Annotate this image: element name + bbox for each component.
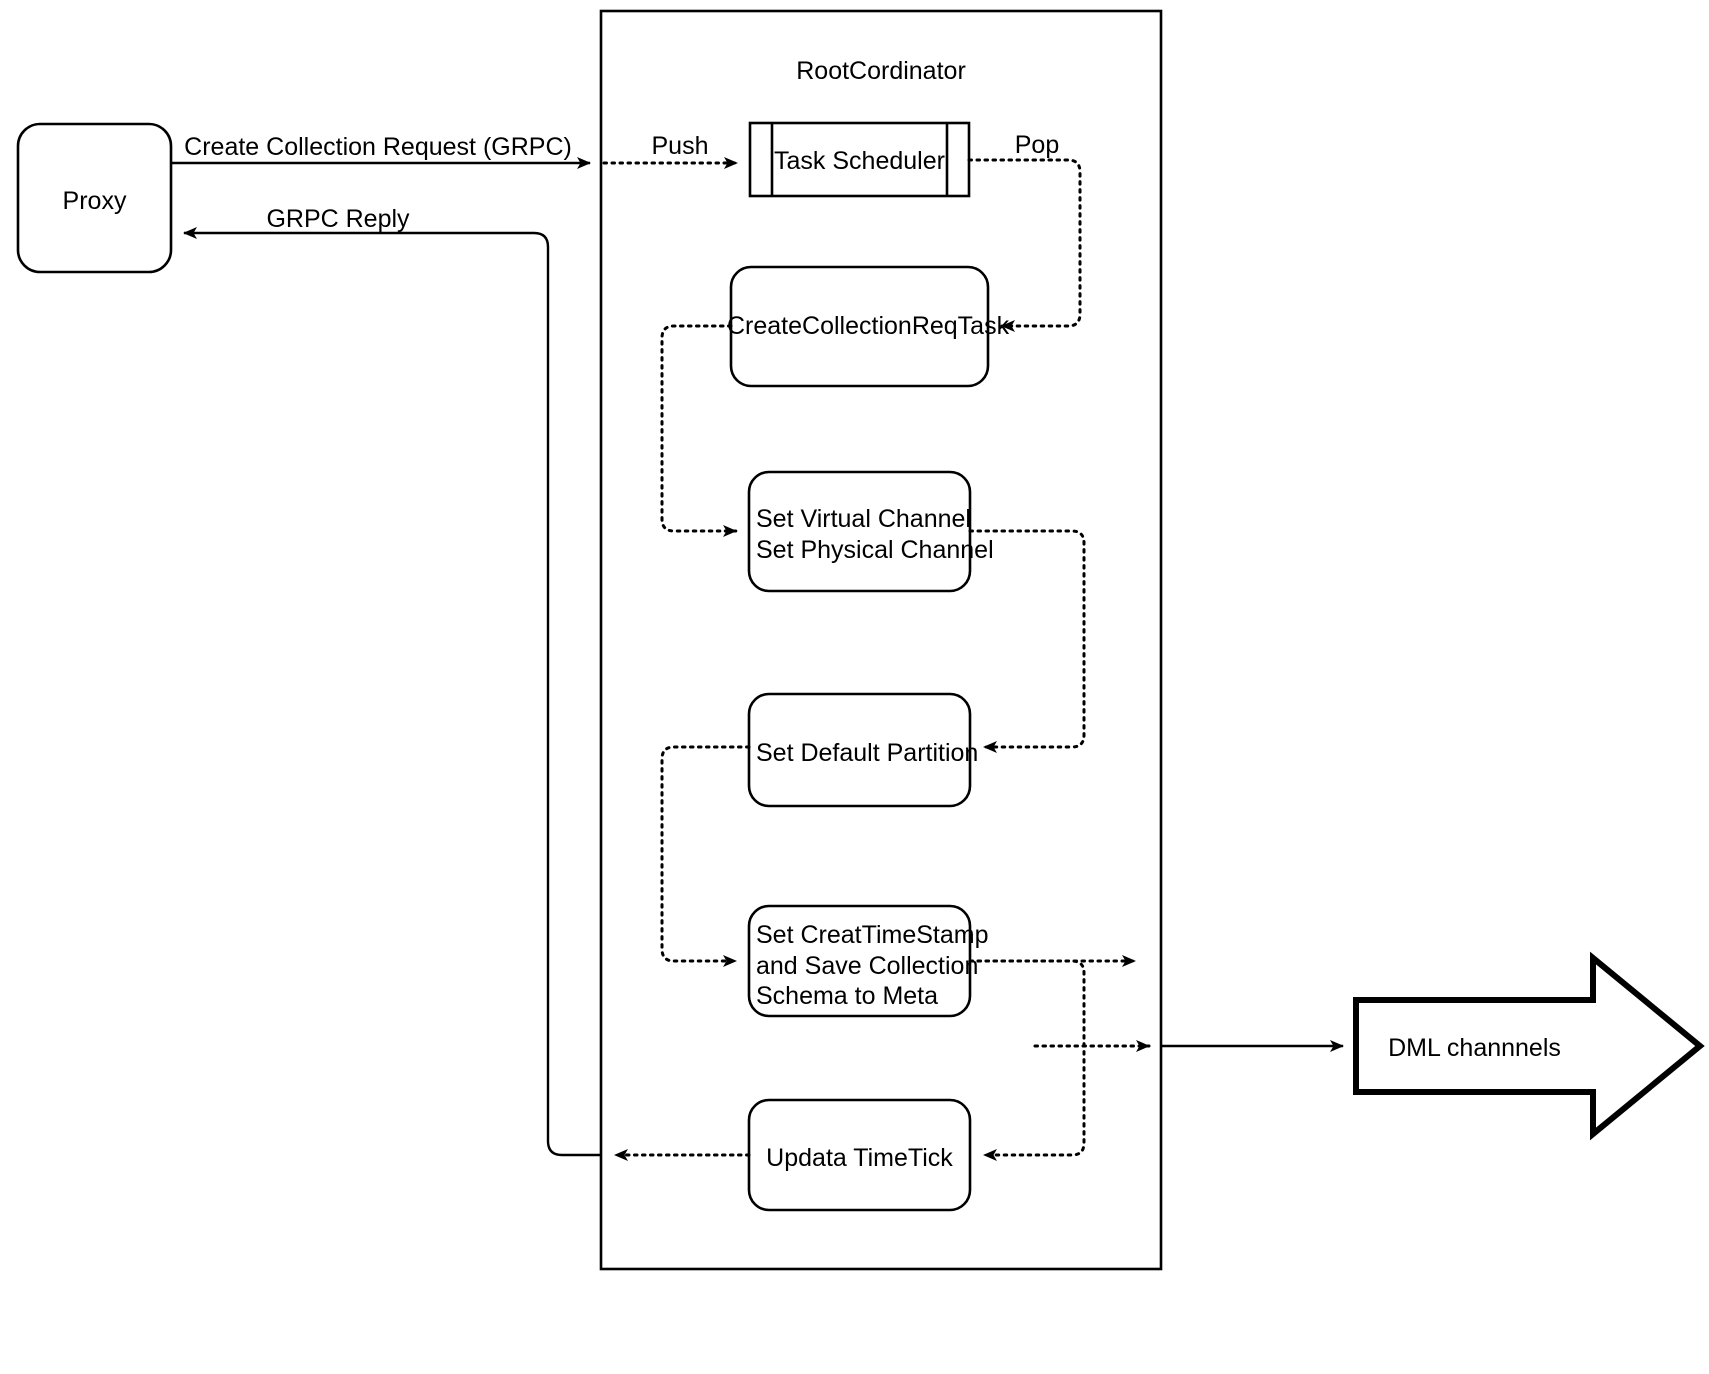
edge-partition-to-timestamp bbox=[660, 745, 751, 967]
edge-pop bbox=[967, 158, 1082, 332]
edge-grpc-reply-solid bbox=[183, 227, 601, 1157]
edge-task-to-set-channels bbox=[660, 324, 738, 537]
edge-timestamp-to-timetick bbox=[968, 959, 1086, 1161]
node-task-scheduler[interactable] bbox=[750, 123, 969, 196]
node-task-scheduler-shape bbox=[748, 121, 971, 198]
edge-set-channels-to-partition bbox=[968, 529, 1086, 753]
node-set-default-partition[interactable] bbox=[749, 694, 970, 806]
node-create-collection-req-task[interactable] bbox=[731, 267, 988, 386]
node-updata-timetick[interactable] bbox=[749, 1100, 970, 1210]
node-dml-channels-shape bbox=[1353, 951, 1705, 1141]
node-set-default-partition-shape bbox=[747, 692, 972, 808]
node-set-creat-timestamp[interactable] bbox=[749, 906, 970, 1016]
container-rootcoordinator bbox=[599, 9, 1163, 1271]
node-proxy[interactable] bbox=[18, 124, 171, 272]
node-set-channels[interactable] bbox=[749, 472, 970, 591]
container-rootcoordinator[interactable] bbox=[601, 11, 1161, 57]
node-proxy-shape bbox=[16, 122, 173, 274]
node-dml-channels[interactable] bbox=[1356, 958, 1700, 1134]
